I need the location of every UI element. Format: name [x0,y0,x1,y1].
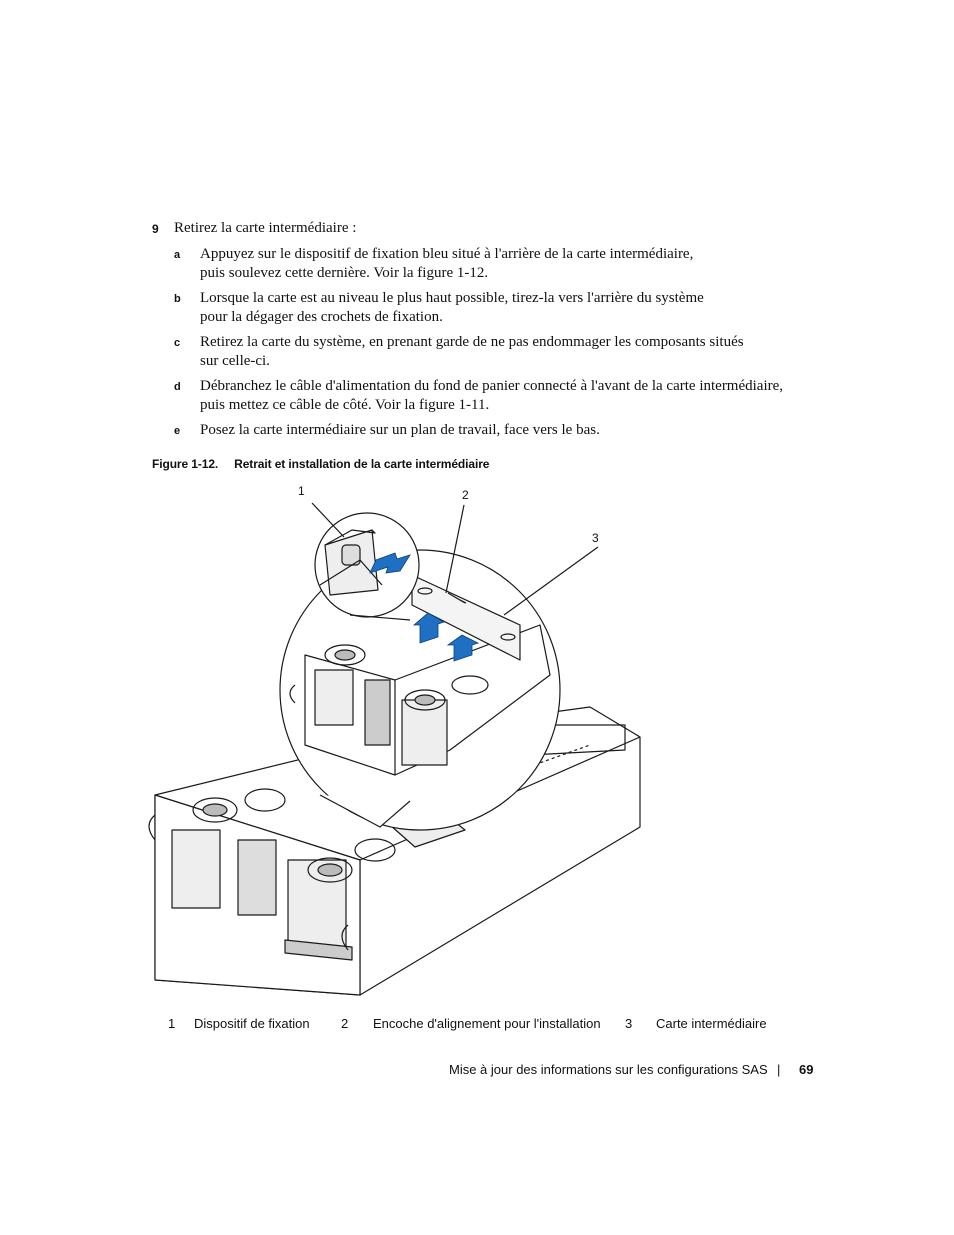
legend-text: Dispositif de fixation [194,1016,310,1031]
footer-separator: | [777,1062,781,1077]
substep-letter: b [174,293,181,305]
figure-illustration: 1 2 3 [148,484,641,996]
legend-num: 3 [625,1016,633,1031]
step-number: 9 [152,222,159,236]
substep-line: puis soulevez cette dernière. Voir la fi… [200,265,489,281]
substep-line: Retirez la carte du système, en prenant … [200,334,744,350]
legend-text: Carte intermédiaire [656,1016,767,1031]
legend-num: 2 [341,1016,349,1031]
footer-section: Mise à jour des informations sur les con… [449,1062,768,1077]
substep-letter: a [174,249,181,261]
figure-label: Figure 1-12. [152,457,219,471]
callout-2: 2 [462,488,469,502]
substep-line: Appuyez sur le dispositif de fixation bl… [200,246,694,262]
figure-title: Retrait et installation de la carte inte… [234,457,490,471]
page-number: 69 [799,1062,814,1077]
substep-letter: e [174,425,181,437]
substep-line: pour la dégager des crochets de fixation… [200,309,443,325]
step-text: Retirez la carte intermédiaire : [174,220,357,236]
substep-letter: d [174,381,181,393]
legend-num: 1 [168,1016,176,1031]
callout-1: 1 [298,484,305,498]
legend-text: Encoche d'alignement pour l'installation [373,1016,601,1031]
substep-line: Débranchez le câble d'alimentation du fo… [200,378,784,394]
callout-3: 3 [592,531,599,545]
substep-line: sur celle-ci. [200,353,270,369]
blue-arrow-icon [369,552,480,662]
substep-line: Lorsque la carte est au niveau le plus h… [200,290,704,306]
substep-letter: c [174,337,181,349]
substep-line: Posez la carte intermédiaire sur un plan… [200,422,600,438]
figure-caption: Figure 1-12. Retrait et installation de l… [152,457,489,471]
substep-line: puis mettez ce câble de côté. Voir la fi… [200,397,490,413]
